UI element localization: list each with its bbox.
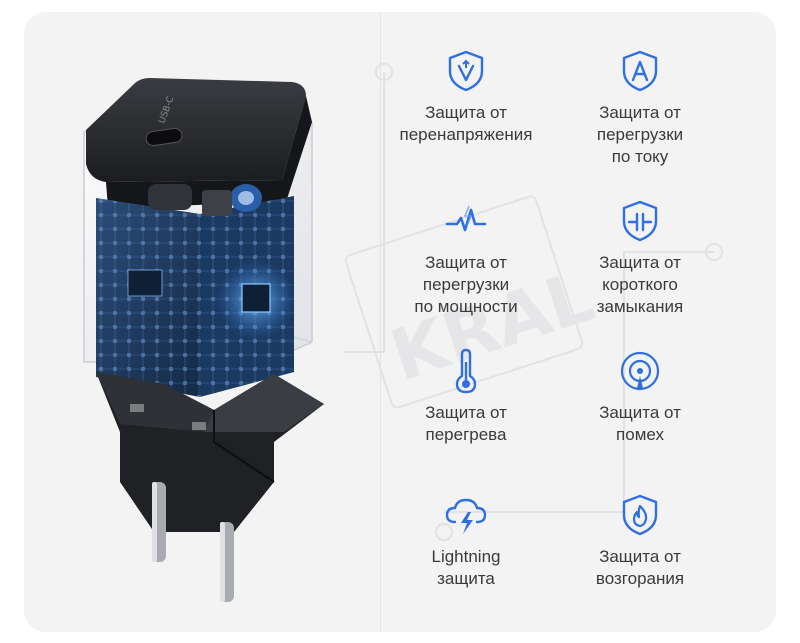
top-cap xyxy=(86,78,306,182)
feature-overvoltage: Защита от перенапряжения xyxy=(376,48,556,146)
feature-label: Защита от помех xyxy=(599,403,681,444)
shield-short-circuit-icon xyxy=(622,200,658,242)
power-pulse-icon xyxy=(445,205,487,232)
feature-label: Lightning защита xyxy=(431,547,501,588)
ic-chip-secondary xyxy=(127,269,163,297)
feature-label: Защита от перегрузки по току xyxy=(596,103,684,166)
charger-illustration: USB-C xyxy=(83,78,324,602)
feature-label: Защита от перенапряжения xyxy=(399,103,533,144)
thermometer-icon xyxy=(455,348,477,394)
shield-voltage-icon xyxy=(448,50,484,92)
feature-fire: Защита от возгорания xyxy=(550,492,730,590)
pcb-assembly xyxy=(96,184,296,397)
feature-label: Защита от возгорания xyxy=(595,547,685,588)
feature-interference: Защита от помех xyxy=(550,348,730,446)
plug-pins xyxy=(152,482,234,602)
feature-label: Защита от короткого замыкания xyxy=(596,253,684,316)
usb-c-port xyxy=(145,127,183,147)
feature-overpower: Защита от перегрузки по мощности xyxy=(376,198,556,318)
lightning-cloud-icon xyxy=(445,498,487,534)
feature-lightning: Lightning защита xyxy=(376,492,556,590)
shield-current-icon xyxy=(622,50,658,92)
background-panel: USB-C xyxy=(24,12,776,632)
ic-chip xyxy=(241,283,271,313)
feature-overcurrent: Защита от перегрузки по току xyxy=(550,48,730,168)
feature-overheat: Защита от перегрева xyxy=(376,348,556,446)
feature-label: Защита от перегрузки по мощности xyxy=(414,253,518,316)
shield-fire-icon xyxy=(622,494,658,536)
feature-label: Защита от перегрева xyxy=(425,403,507,444)
signal-interference-icon xyxy=(620,351,660,391)
feature-short-circuit: Защита от короткого замыкания xyxy=(550,198,730,318)
